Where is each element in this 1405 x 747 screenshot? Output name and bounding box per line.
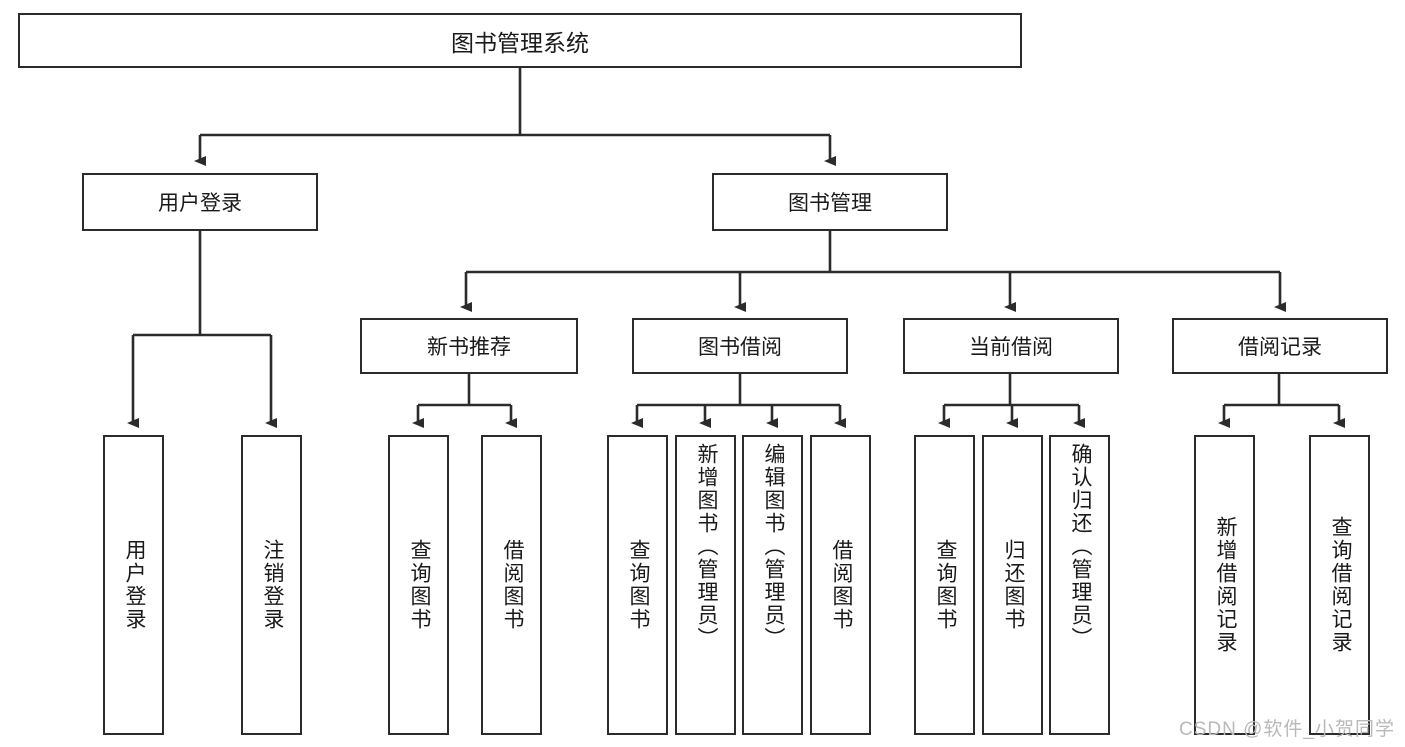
leaf-borrow-edit-book-admin[interactable]: 编辑图书（管理员） (742, 435, 803, 735)
leaf-current-query-book[interactable]: 查询图书 (914, 435, 975, 735)
node-root-system[interactable]: 图书管理系统 (18, 13, 1022, 68)
leaf-current-confirm-return-admin[interactable]: 确认归还（管理员） (1049, 435, 1110, 735)
node-label: 当前借阅 (969, 336, 1053, 359)
leaf-label: 查询借阅记录 (1328, 516, 1352, 654)
leaf-label: 查询图书 (626, 539, 650, 631)
leaf-new-book-borrow-book[interactable]: 借阅图书 (481, 435, 542, 735)
leaf-record-add-record[interactable]: 新增借阅记录 (1194, 435, 1255, 735)
node-label: 借阅记录 (1238, 336, 1322, 359)
leaf-label: 查询图书 (933, 539, 957, 631)
leaf-borrow-query-book[interactable]: 查询图书 (607, 435, 668, 735)
leaf-label: 借阅图书 (500, 539, 524, 631)
node-user-login[interactable]: 用户登录 (82, 173, 318, 231)
leaf-borrow-borrow-book[interactable]: 借阅图书 (810, 435, 871, 735)
leaf-label: 借阅图书 (829, 539, 853, 631)
node-borrow-record[interactable]: 借阅记录 (1172, 318, 1388, 374)
leaf-label: 新增图书（管理员） (694, 443, 718, 650)
leaf-label: 归还图书 (1001, 539, 1025, 631)
node-label: 图书借阅 (698, 336, 782, 359)
leaf-label: 新增借阅记录 (1213, 516, 1237, 654)
node-label: 图书管理 (788, 192, 872, 215)
node-book-management[interactable]: 图书管理 (712, 173, 948, 231)
leaf-user-login-login[interactable]: 用户登录 (103, 435, 164, 735)
leaf-label: 注销登录 (260, 539, 284, 631)
leaf-label: 用户登录 (122, 539, 146, 631)
node-label: 新书推荐 (427, 336, 511, 359)
leaf-record-query-record[interactable]: 查询借阅记录 (1309, 435, 1370, 735)
node-book-borrow[interactable]: 图书借阅 (632, 318, 848, 374)
leaf-label: 确认归还（管理员） (1068, 443, 1092, 650)
node-label: 用户登录 (158, 192, 242, 215)
leaf-user-login-logout[interactable]: 注销登录 (241, 435, 302, 735)
node-label: 图书管理系统 (451, 29, 589, 56)
node-current-borrow[interactable]: 当前借阅 (903, 318, 1119, 374)
leaf-label: 查询图书 (407, 539, 431, 631)
leaf-current-return-book[interactable]: 归还图书 (982, 435, 1043, 735)
leaf-label: 编辑图书（管理员） (761, 443, 785, 650)
watermark-text: CSDN @软件_小贺同学 (1179, 719, 1395, 740)
leaf-new-book-query-book[interactable]: 查询图书 (388, 435, 449, 735)
leaf-borrow-add-book-admin[interactable]: 新增图书（管理员） (675, 435, 736, 735)
node-new-book-recommend[interactable]: 新书推荐 (360, 318, 578, 374)
